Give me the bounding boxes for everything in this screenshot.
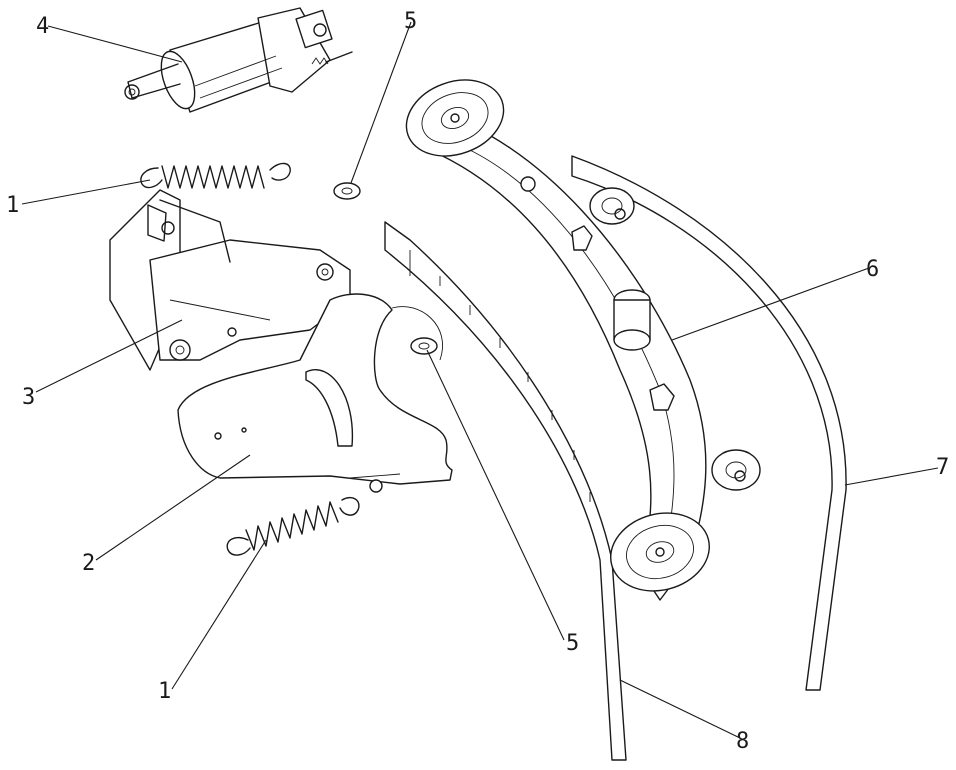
extension-spring-bottom [226,496,360,556]
callout-1-top: 1 [6,193,19,218]
inner-blade-strip [384,221,627,761]
callout-8: 8 [736,729,749,754]
extension-spring-top [140,162,291,189]
callout-6: 6 [866,257,879,282]
washer-middle [410,337,438,355]
callout-4: 4 [36,14,49,39]
callout-5-top: 5 [404,9,417,34]
leader-lines [21,21,939,739]
caster-lower [711,449,761,491]
wheel-bottom [610,512,710,592]
motor-bracket [109,189,351,371]
caster-upper [589,187,635,225]
callout-5-bottom: 5 [566,631,579,656]
wheel-top [405,79,505,157]
callout-3: 3 [22,385,35,410]
outer-blade-strip [571,155,847,691]
washer-top [333,182,361,200]
linear-actuator [124,7,353,113]
callout-1-bottom: 1 [158,679,171,704]
callout-2: 2 [82,551,95,576]
callout-7: 7 [936,455,949,480]
callout-labels: 4 5 1 6 3 7 2 5 1 8 [6,9,949,754]
mounting-plate [177,293,453,493]
